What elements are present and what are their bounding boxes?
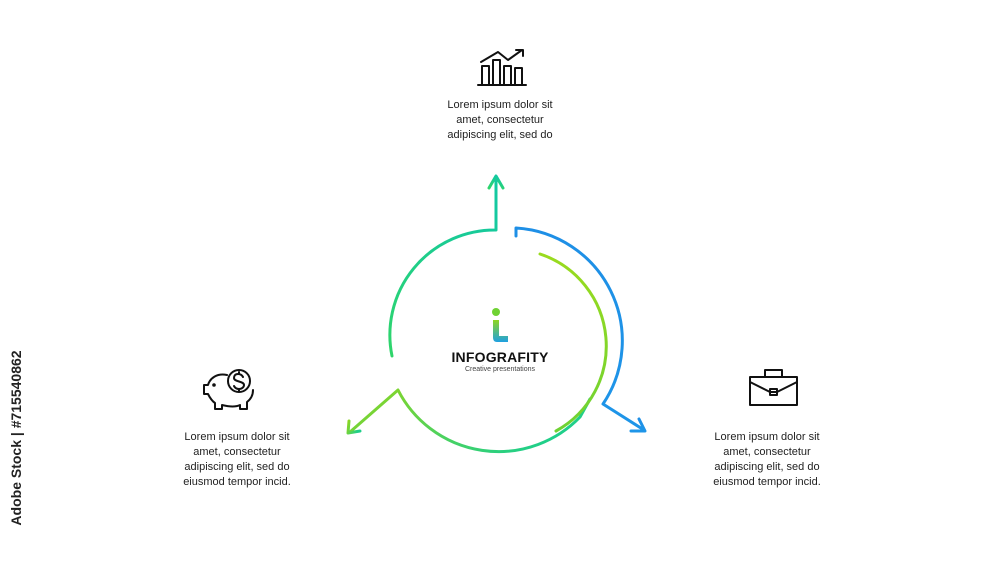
left-step-line-1: Lorem ipsum dolor sit xyxy=(184,431,290,443)
piggy-bank-dollar-icon xyxy=(203,369,254,410)
right-step-line-3: adipiscing elit, sed do xyxy=(714,461,820,473)
right-arrow xyxy=(514,226,647,433)
watermark: Adobe Stock | #715540862 xyxy=(6,325,26,550)
top-step-line-2: amet, consectetur xyxy=(456,114,544,126)
top-arrow xyxy=(388,174,505,358)
briefcase-icon xyxy=(749,369,798,406)
bar-chart-growth-icon xyxy=(477,49,527,86)
right-step-line-4: eiusmod tempor incid. xyxy=(713,476,821,488)
right-step-line-1: Lorem ipsum dolor sit xyxy=(714,431,820,443)
left-step-line-3: adipiscing elit, sed do xyxy=(184,461,290,473)
infografity-logo-icon xyxy=(492,308,508,342)
top-step-line-1: Lorem ipsum dolor sit xyxy=(447,99,553,111)
top-step-line-3: adipiscing elit, sed do xyxy=(447,129,553,141)
right-step-text: Lorem ipsum dolor sit amet, consectetur … xyxy=(667,430,867,490)
left-arrow xyxy=(346,388,592,454)
left-step-line-4: eiusmod tempor incid. xyxy=(183,476,291,488)
top-step-text: Lorem ipsum dolor sit amet, consectetur … xyxy=(400,98,600,143)
inner-arc-right xyxy=(538,252,608,433)
left-step-text: Lorem ipsum dolor sit amet, consectetur … xyxy=(137,430,337,490)
left-step-line-2: amet, consectetur xyxy=(193,446,281,458)
watermark-text: Adobe Stock | #715540862 xyxy=(8,349,24,526)
brand-title: INFOGRAFITY xyxy=(451,349,549,365)
right-step-line-2: amet, consectetur xyxy=(723,446,811,458)
brand-subtitle: Creative presentations xyxy=(464,366,536,373)
